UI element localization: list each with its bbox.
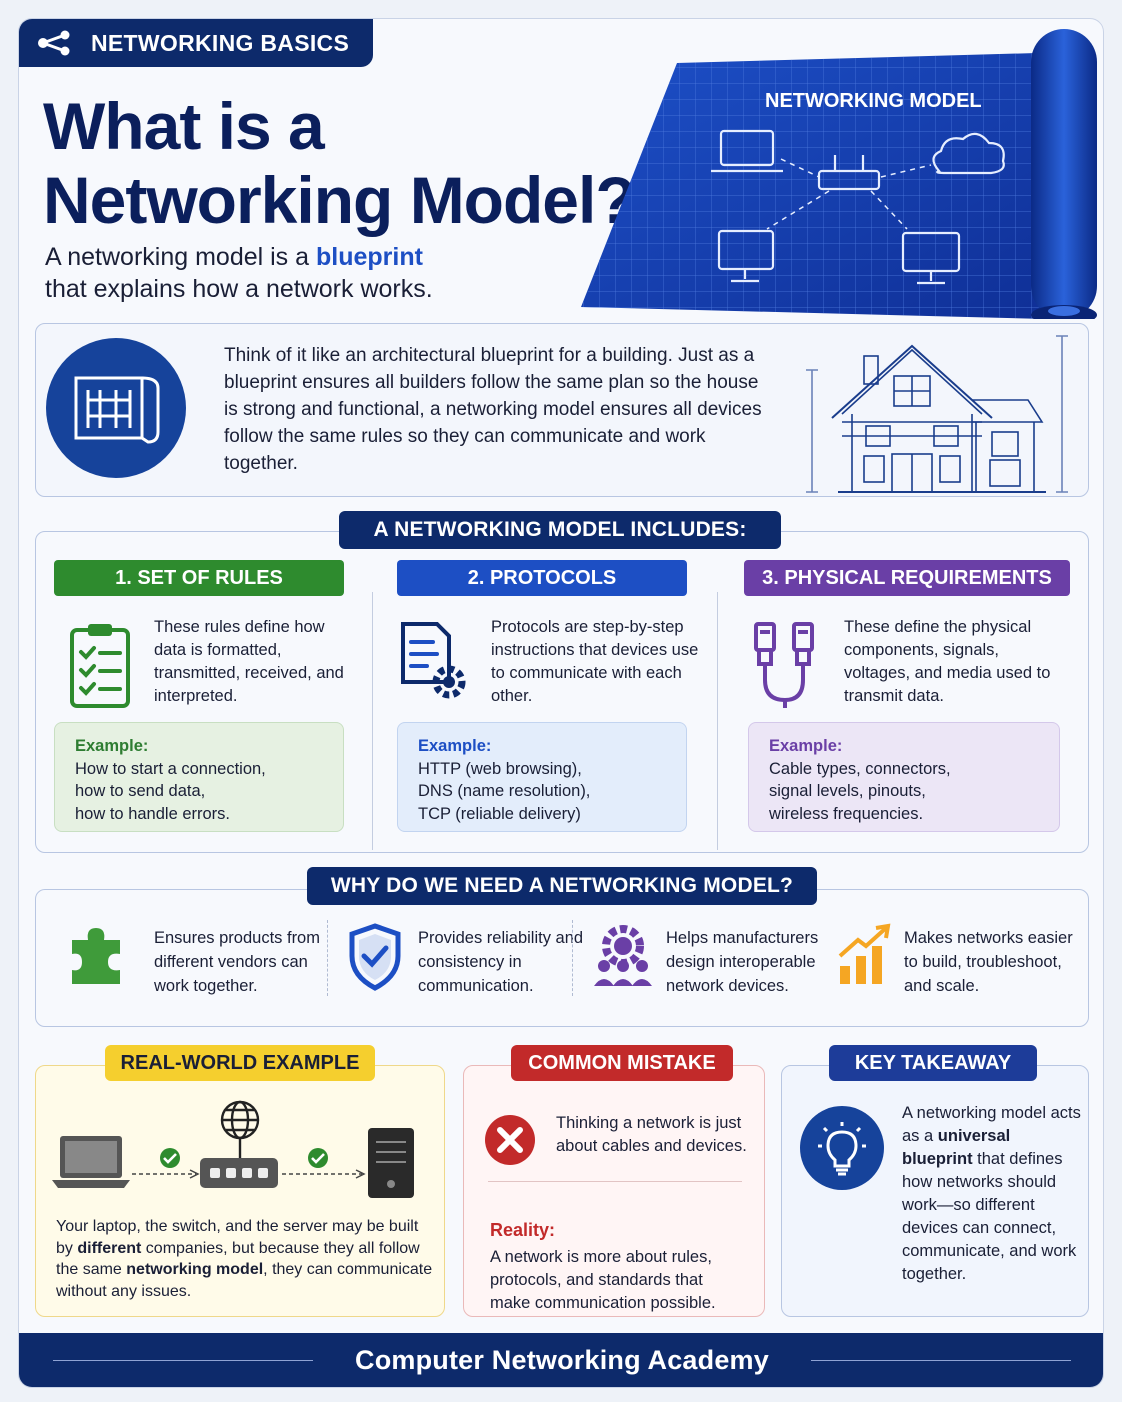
why-section: Ensures products from different vendors … — [35, 889, 1089, 1027]
blueprint-illustration: NETWORKING MODEL — [581, 29, 1097, 319]
page-subtitle: A networking model is a blueprint that e… — [45, 243, 433, 303]
why-item-scale: Makes networks easier to build, troubles… — [836, 922, 1088, 1002]
mistake-title: COMMON MISTAKE — [511, 1045, 733, 1081]
rules-example: Example: How to start a connection, how … — [54, 722, 344, 832]
footer-line — [53, 1360, 313, 1361]
why-divider — [327, 920, 328, 996]
lightbulb-icon — [800, 1106, 884, 1190]
switch-icon — [200, 1158, 278, 1188]
physical-heading: 3. PHYSICAL REQUIREMENTS — [744, 560, 1070, 596]
why-divider — [572, 920, 573, 996]
protocols-column: 2. PROTOCOLS Protocols are step-by-step … — [373, 532, 717, 852]
globe-icon — [220, 1100, 260, 1158]
mistake-separator — [488, 1181, 742, 1182]
physical-description: These define the physical components, si… — [844, 618, 1051, 705]
puzzle-icon — [72, 928, 120, 984]
page-title: What is a Networking Model? — [43, 89, 636, 237]
rules-description: These rules define how data is formatted… — [154, 618, 344, 705]
mistake-text: Thinking a network is just about cables … — [556, 1114, 747, 1155]
includes-section: 1. SET OF RULES These rules define how d… — [35, 531, 1089, 853]
rules-heading: 1. SET OF RULES — [54, 560, 344, 596]
laptop-icon — [52, 1136, 130, 1188]
house-blueprint-icon — [806, 335, 1068, 493]
why-item-manufacturers: Helps manufacturers design interoperable… — [592, 922, 842, 1002]
check-icon — [308, 1148, 328, 1168]
why-title: WHY DO WE NEED A NETWORKING MODEL? — [307, 867, 817, 905]
footer-bar: Computer Networking Academy — [19, 1333, 1103, 1387]
common-mistake-card: Thinking a network is just about cables … — [463, 1065, 765, 1317]
check-icon — [160, 1148, 180, 1168]
analogy-box: Think of it like an architectural bluepr… — [35, 323, 1089, 497]
rules-column: 1. SET OF RULES These rules define how d… — [36, 532, 372, 852]
growth-chart-icon — [838, 923, 891, 984]
clipboard-checklist-icon — [70, 624, 130, 708]
column-divider — [372, 592, 373, 850]
footer-text: Computer Networking Academy — [355, 1344, 769, 1375]
category-tag: NETWORKING BASICS — [19, 19, 373, 67]
analogy-text: Think of it like an architectural bluepr… — [224, 345, 762, 474]
shield-check-icon — [349, 923, 401, 991]
protocols-heading: 2. PROTOCOLS — [397, 560, 687, 596]
gear-people-icon — [594, 925, 652, 986]
protocols-example: Example: HTTP (web browsing), DNS (name … — [397, 722, 687, 832]
network-path-illustration — [52, 1100, 414, 1198]
blueprint-scroll-icon — [46, 338, 186, 478]
real-world-card: Your laptop, the switch, and the server … — [35, 1065, 445, 1317]
physical-column: 3. PHYSICAL REQUIREMENTS These define th… — [718, 532, 1088, 852]
why-item-reliability: Provides reliability and consistency in … — [346, 922, 586, 1002]
reality-text: A network is more about rules, protocols… — [490, 1248, 716, 1312]
includes-title: A NETWORKING MODEL INCLUDES: — [339, 511, 781, 549]
reality-label: Reality: — [490, 1220, 556, 1240]
category-tag-label: NETWORKING BASICS — [91, 29, 350, 56]
error-x-icon — [485, 1115, 535, 1165]
cable-connectors-icon — [754, 622, 814, 708]
network-share-icon — [38, 30, 70, 56]
key-takeaway-card: A networking model acts as a universal b… — [781, 1065, 1089, 1317]
blueprint-label: NETWORKING MODEL — [765, 90, 982, 112]
physical-example: Example: Cable types, connectors, signal… — [748, 722, 1060, 832]
real-world-title: REAL-WORLD EXAMPLE — [105, 1045, 375, 1081]
infographic-page: NETWORKING BASICS What is a Networking M… — [18, 18, 1104, 1388]
takeaway-text: A networking model acts as a universal b… — [902, 1104, 1081, 1283]
protocols-description: Protocols are step-by-step instructions … — [491, 618, 699, 705]
real-world-text: Your laptop, the switch, and the server … — [56, 1218, 433, 1300]
column-divider — [717, 592, 718, 850]
why-item-vendors: Ensures products from different vendors … — [66, 922, 326, 1002]
footer-line — [811, 1360, 1071, 1361]
document-gear-icon — [401, 622, 466, 699]
server-icon — [368, 1128, 414, 1198]
takeaway-title: KEY TAKEAWAY — [829, 1045, 1037, 1081]
